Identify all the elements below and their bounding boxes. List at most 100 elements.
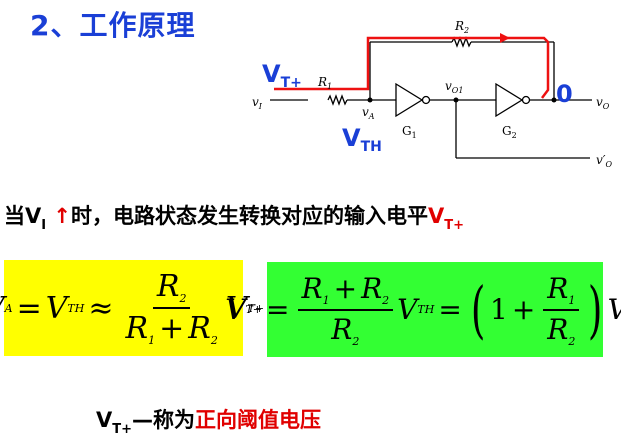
statement-suffix: V	[428, 204, 445, 228]
eq2-vth-sub: TH	[417, 303, 435, 316]
eq1-den-b: R	[188, 311, 211, 346]
footer-term: V	[96, 408, 113, 432]
label-vo1: v	[445, 79, 452, 93]
equation-box-va: VA = VTH ≈ R2 R1+R2 VT+	[0, 260, 264, 356]
eq1-tail: V	[225, 290, 248, 326]
label-g2-sub: 2	[512, 131, 517, 140]
resistor-r2	[451, 36, 472, 48]
eq2-tail: V	[608, 293, 621, 326]
label-vo-prime-sub: O	[606, 160, 613, 169]
rising-arrow-icon: ↑	[53, 204, 72, 228]
eq2-num-b: R	[361, 271, 383, 305]
eq2-plus-2: +	[511, 293, 536, 326]
statement-suffix-sub: T+	[444, 218, 465, 233]
eq1-den-a-sub: 1	[148, 334, 156, 347]
label-vo-sub: O	[603, 102, 610, 111]
eq2-vth: V	[397, 293, 418, 326]
threshold-statement: 当VI ↑时，电路状态发生转换对应的输入电平VT+	[4, 200, 464, 233]
svg-text:G1: G1	[402, 124, 417, 140]
label-vt-plus: V	[262, 60, 281, 88]
svg-text:R2: R2	[454, 19, 469, 35]
inverter-g1-bubble	[421, 95, 431, 105]
eq1-num: R	[156, 269, 180, 304]
feedback-path	[274, 33, 550, 99]
resistor-r1	[327, 94, 348, 106]
eq1-approx: ≈	[88, 290, 114, 326]
statement-prefix-sub: I	[41, 218, 47, 233]
svg-text:R1: R1	[317, 75, 332, 91]
label-r1-sub: 1	[327, 82, 332, 91]
label-vo-prime: v′	[596, 153, 606, 167]
svg-text:G2: G2	[502, 124, 517, 140]
svg-text:vI: vI	[252, 95, 263, 111]
circuit-diagram: R2 R1 vI vA vO1 G1 G2 vO v′O VT+ VTH 0	[252, 19, 613, 169]
eq1-equals: =	[16, 290, 42, 326]
label-vth-sub: TH	[361, 139, 382, 155]
eq1-tail-sub: T+	[247, 301, 265, 315]
eq2-lhs-sub: T+	[245, 303, 263, 316]
eq1-lhs: V	[0, 291, 5, 326]
eq2-equals: =	[266, 293, 290, 326]
label-va: v	[362, 105, 369, 119]
eq2-n2: R	[547, 271, 569, 305]
label-v1: v	[252, 95, 259, 109]
eq2-den-sub: 2	[352, 334, 360, 348]
statement-prefix: 当V	[4, 204, 42, 228]
eq1-vth-sub: TH	[67, 301, 85, 315]
eq2-one: 1	[490, 293, 508, 326]
eq1-vth: V	[45, 290, 68, 326]
inverter-g2-bubble	[521, 95, 531, 105]
svg-text:vO1: vO1	[445, 79, 463, 95]
footer-dash: —称为	[132, 408, 196, 432]
label-vt-plus-sub: T+	[281, 75, 302, 91]
svg-text:0: 0	[556, 80, 573, 108]
section-title: 2、工作原理	[30, 9, 196, 42]
circuit-wires	[270, 36, 592, 159]
label-zero: 0	[556, 80, 573, 108]
svg-text:vA: vA	[362, 105, 375, 121]
node-va	[367, 97, 373, 103]
right-paren-icon: )	[588, 272, 603, 346]
eq2-den: R	[331, 312, 353, 346]
label-r2: R	[454, 19, 464, 33]
label-g1-sub: 1	[412, 131, 417, 140]
eq1-plus: +	[159, 311, 185, 346]
label-vth: V	[342, 124, 361, 152]
eq2-n2-sub: 1	[568, 293, 576, 307]
label-g1: G	[402, 124, 412, 138]
eq2-num-a-sub: 1	[322, 293, 330, 307]
node-vo1	[453, 97, 459, 103]
eq2-lhs: V	[225, 293, 246, 326]
equation-box-vt-plus: VT+ = R1+R2 R2 VTH = ( 1 + R1 R2 ) VTH	[225, 262, 621, 357]
svg-text:VT+: VT+	[262, 60, 302, 91]
definition-footer: VT+—称为正向阈值电压	[96, 404, 321, 437]
svg-text:vO: vO	[596, 95, 610, 111]
eq2-num-a: R	[301, 271, 323, 305]
label-r2-sub: 2	[463, 26, 469, 35]
left-paren-icon: (	[470, 272, 486, 346]
inverter-g1	[395, 82, 424, 118]
eq1-den-b-sub: 2	[210, 334, 218, 347]
label-vo: v	[596, 95, 603, 109]
eq1-num-sub: 2	[179, 292, 187, 305]
eq2-d2: R	[547, 312, 569, 346]
eq1-lhs-sub: A	[4, 301, 13, 315]
eq2-num-b-sub: 2	[382, 293, 390, 307]
eq2-fraction-2: R1 R2	[543, 271, 580, 348]
footer-term-sub: T+	[112, 422, 133, 437]
eq1-den-a: R	[125, 311, 149, 346]
label-r1: R	[317, 75, 327, 89]
eq2-plus: +	[333, 271, 358, 305]
feedback-arrow-icon	[500, 33, 510, 43]
label-v1-sub: I	[258, 102, 263, 111]
footer-name: 正向阈值电压	[195, 408, 322, 432]
label-g2: G	[502, 124, 512, 138]
svg-text:VTH: VTH	[342, 124, 382, 155]
eq2-fraction: R1+R2 R2	[297, 271, 394, 348]
label-vo1-sub: O1	[452, 86, 464, 95]
eq2-equals-2: =	[438, 293, 462, 326]
eq1-fraction: R2 R1+R2	[121, 269, 221, 347]
svg-text:v′O: v′O	[596, 153, 613, 169]
eq2-d2-sub: 2	[568, 334, 576, 348]
inverter-g2	[495, 82, 524, 118]
